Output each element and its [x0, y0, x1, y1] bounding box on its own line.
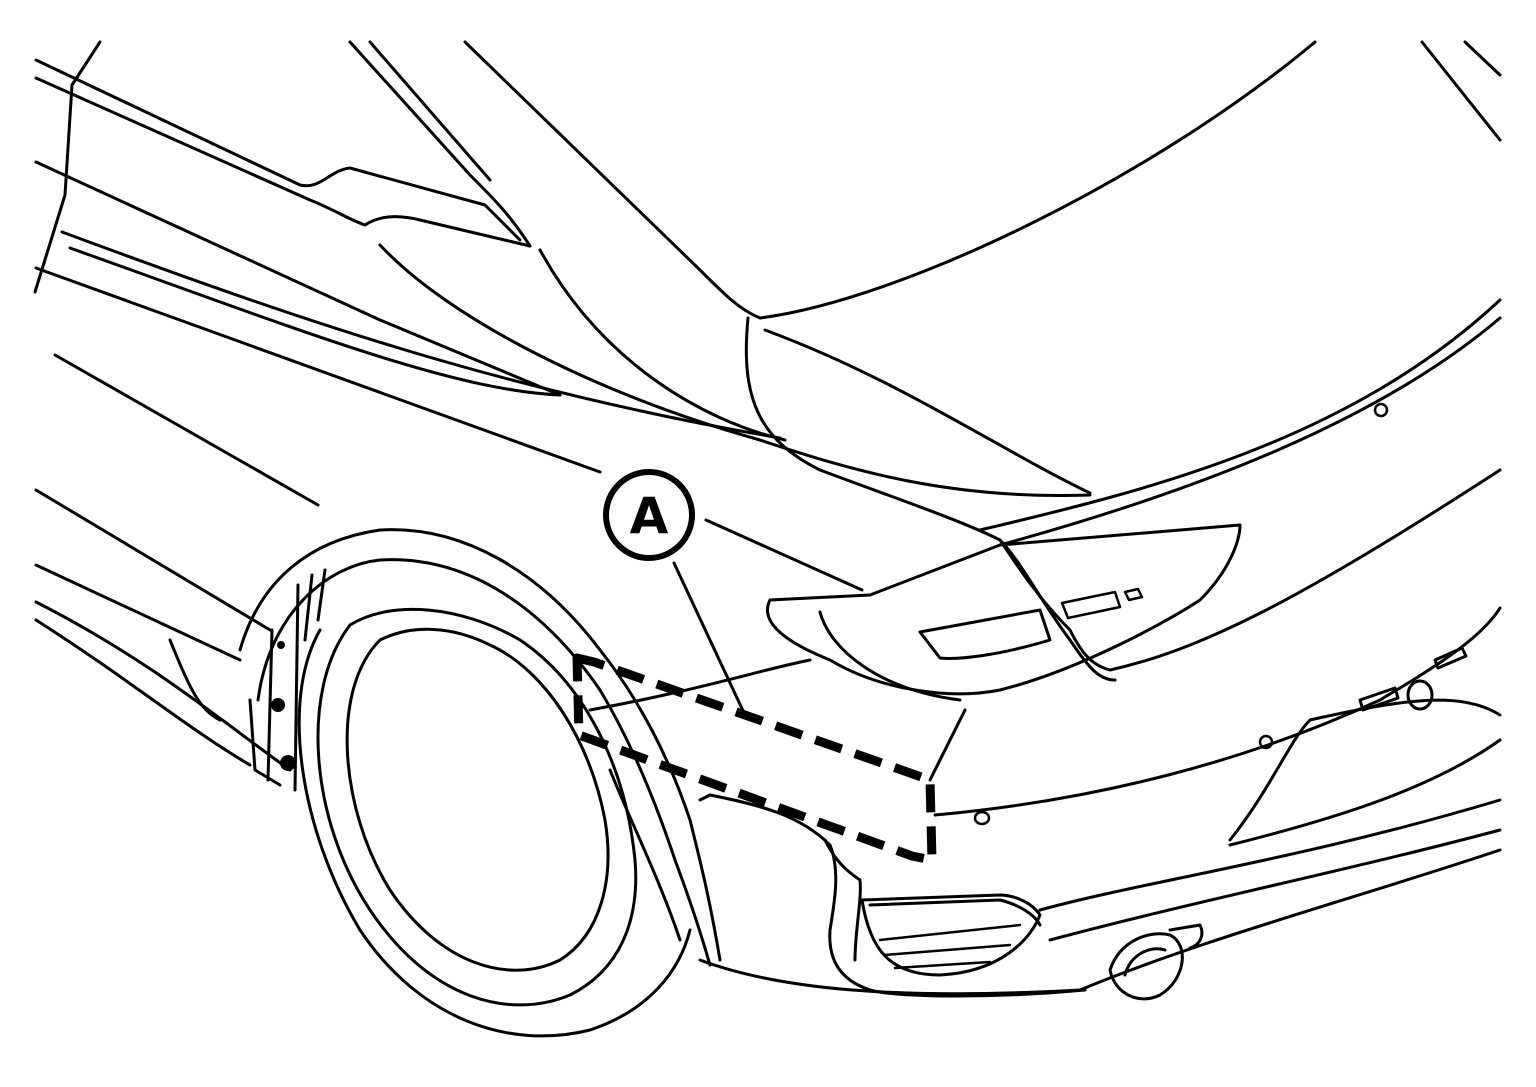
upper-body-lines	[33, 40, 1502, 320]
callout-circle-icon	[603, 469, 695, 561]
trunk-lines	[744, 298, 1502, 682]
tail-lamp	[766, 468, 1502, 702]
lower-diffuser	[860, 893, 1204, 1001]
panel-contour	[698, 793, 1087, 998]
rear-bumper	[588, 606, 1502, 996]
callout-a: A	[603, 469, 695, 561]
callout-label: A	[630, 487, 669, 545]
dashed-rectangle-marker	[572, 653, 937, 865]
body-side-lines	[34, 160, 1092, 772]
wheel-and-arch	[238, 528, 722, 1038]
callout-leader-line	[672, 561, 747, 717]
